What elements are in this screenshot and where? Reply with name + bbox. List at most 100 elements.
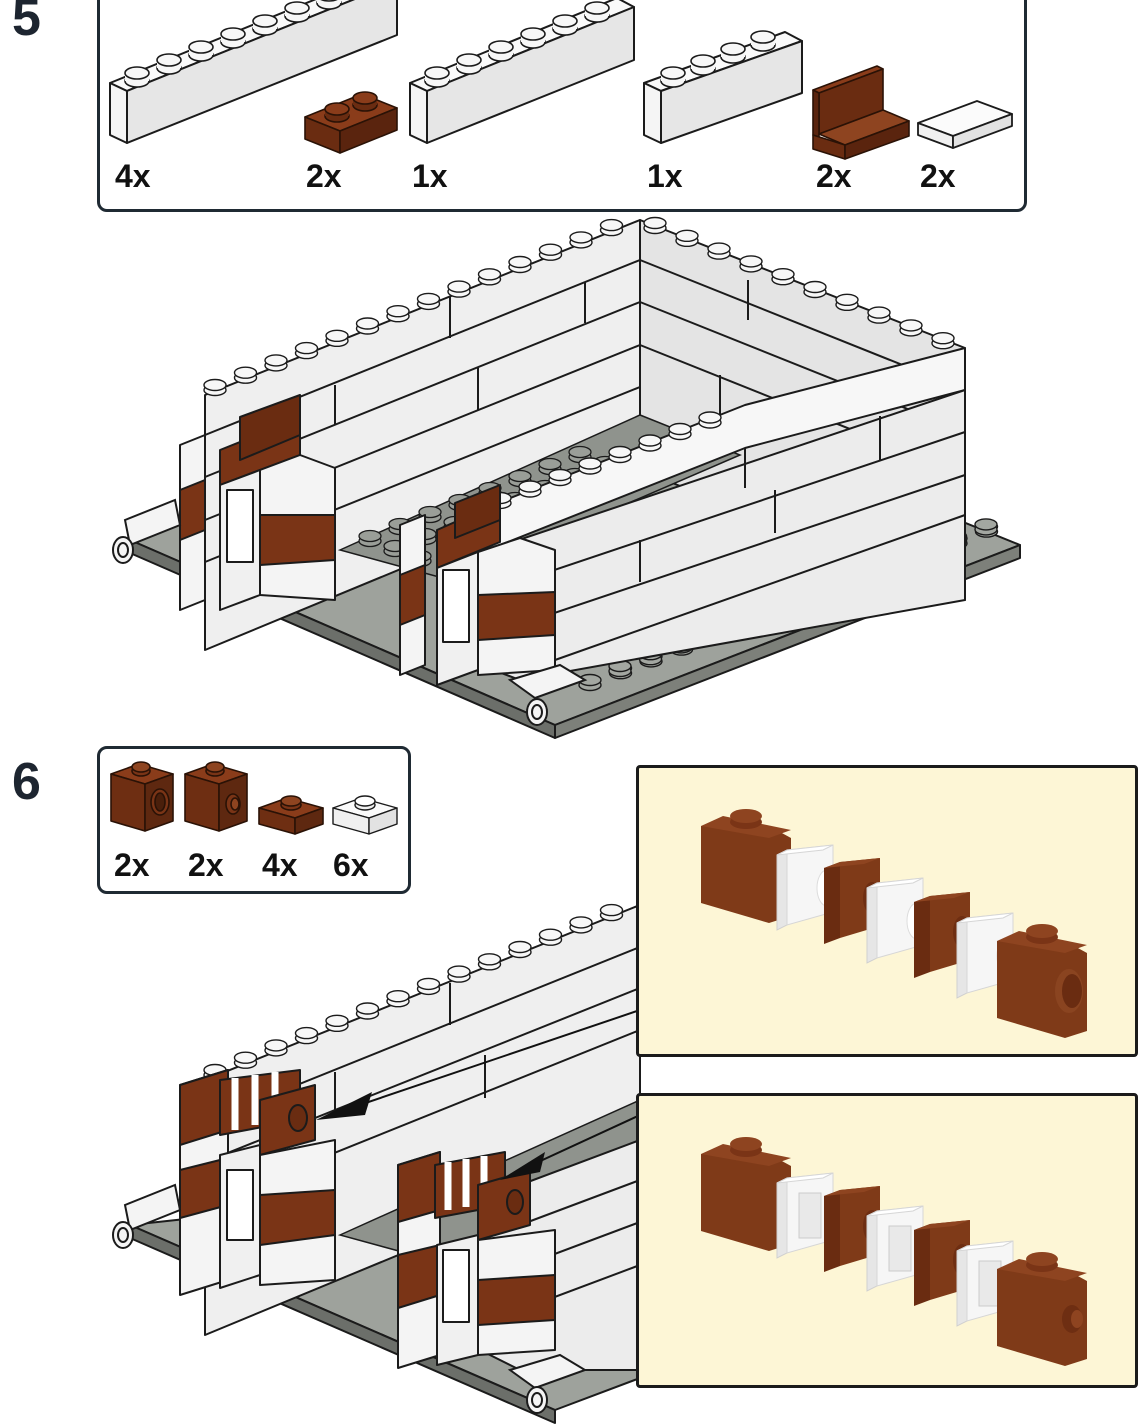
stud-top [548, 468, 572, 482]
studs-1x6 [424, 1, 610, 88]
callout-brown-brick [701, 809, 791, 923]
placement-arrow-1 [316, 1009, 641, 1120]
stud-top [643, 216, 667, 230]
part-brown-technic-brick [110, 761, 174, 832]
step-6-model-illustration [112, 903, 641, 1424]
stud-top [518, 480, 542, 493]
stud-top [538, 243, 563, 256]
stud-top [325, 1014, 349, 1028]
callout-2-illustration [701, 1137, 1087, 1366]
stud-top [675, 229, 699, 243]
stud-top [538, 928, 563, 941]
qty-brown-side-stud-brick: 2x [188, 847, 224, 883]
stud-top [386, 304, 410, 318]
qty-brown-panel: 2x [816, 158, 852, 194]
top-rim-studs [203, 216, 955, 510]
stud-top [569, 231, 593, 244]
part-white-tile-1x2 [917, 100, 1013, 149]
door-frame-left [179, 394, 336, 611]
stud-top [739, 255, 763, 268]
studs-1x4 [660, 30, 776, 88]
stud-top [578, 457, 602, 470]
callout-white-plate [776, 1172, 834, 1259]
stud-top [264, 1039, 288, 1052]
stud-top [355, 317, 380, 330]
step-5-parts-list: 4x 2x 1x 1x 2x 2x [97, 0, 1027, 212]
stud-top [203, 378, 227, 392]
stud-top [447, 965, 471, 978]
stud-top [294, 341, 319, 355]
right-wheel [507, 663, 588, 726]
part-brown-plate-1x2 [304, 91, 398, 154]
stud-top [508, 255, 532, 269]
stud-top [974, 518, 998, 531]
stud-top [508, 940, 532, 954]
step-5-parts-illustration [109, 0, 1013, 160]
callout-brown-brick [701, 1137, 791, 1251]
stud-top [707, 242, 731, 255]
door-frame-left [179, 1069, 336, 1296]
stud-top [668, 422, 692, 436]
stud-top [638, 434, 662, 447]
stud-top [803, 280, 827, 294]
studs-1x8 [124, 0, 342, 88]
qty-white-brick-1x4: 1x [647, 158, 683, 194]
left-wheel [112, 498, 182, 564]
stud-top [355, 1002, 380, 1015]
stud-top [416, 292, 441, 306]
callout-sub-assembly-2 [636, 1093, 1138, 1388]
part-white-plate-1x1 [332, 795, 398, 835]
stud-top [477, 953, 502, 966]
part-brown-side-stud-brick [184, 761, 248, 832]
stud-top [599, 903, 624, 917]
top-rim-studs [203, 903, 624, 1082]
callout-white-plate [866, 1205, 924, 1292]
stud-top [447, 280, 471, 293]
stud-top [569, 916, 593, 929]
qty-brown-plate-1x2: 2x [306, 158, 342, 194]
step-6-number: 6 [12, 753, 41, 811]
door-frame-right [399, 484, 556, 686]
part-brown-panel [812, 65, 910, 160]
door-frame-right [397, 1151, 556, 1369]
stud-top [835, 293, 859, 307]
placement-arrow-2 [500, 1114, 641, 1180]
step-5-number: 5 [12, 0, 41, 47]
stud-top [358, 529, 382, 543]
stud-top [386, 989, 410, 1003]
stud-top [325, 329, 349, 343]
stud-top [899, 319, 923, 332]
stud-top [477, 268, 502, 281]
step-6-parts-list: 2x 2x 4x 6x [97, 746, 411, 894]
qty-white-tile-1x2: 2x [920, 158, 956, 194]
qty-white-brick-1x6: 1x [412, 158, 448, 194]
stud-top [294, 1026, 319, 1040]
qty-brown-technic-brick: 2x [114, 847, 150, 883]
part-brown-plate-1x1 [258, 795, 324, 835]
stud-top [568, 445, 592, 459]
stud-top [599, 218, 624, 232]
step-6-parts-illustration [110, 761, 398, 835]
qty-white-brick-1x8: 4x [115, 158, 151, 194]
stud-top [233, 1051, 258, 1064]
stud-top [264, 354, 288, 367]
callout-sub-assembly-1 [636, 765, 1138, 1057]
callout-brown-brick [997, 924, 1087, 1038]
stud-top [931, 331, 955, 345]
left-wheel [112, 1183, 182, 1249]
qty-brown-plate-1x1: 4x [262, 847, 298, 883]
stud-top [508, 469, 532, 483]
callout-white-plate [866, 877, 928, 964]
callout-1-illustration [701, 809, 1087, 1038]
step-5-model-illustration [112, 216, 1021, 739]
stud-top [867, 306, 891, 319]
stud-top [608, 445, 632, 459]
callout-brown-brick [997, 1252, 1087, 1366]
stud-top [416, 977, 441, 991]
stud-top [771, 268, 795, 281]
stud-top [233, 366, 258, 379]
stud-top [698, 411, 722, 424]
stud-top [538, 457, 562, 471]
right-wheel [507, 1353, 588, 1414]
qty-white-plate-1x1: 6x [333, 847, 369, 883]
